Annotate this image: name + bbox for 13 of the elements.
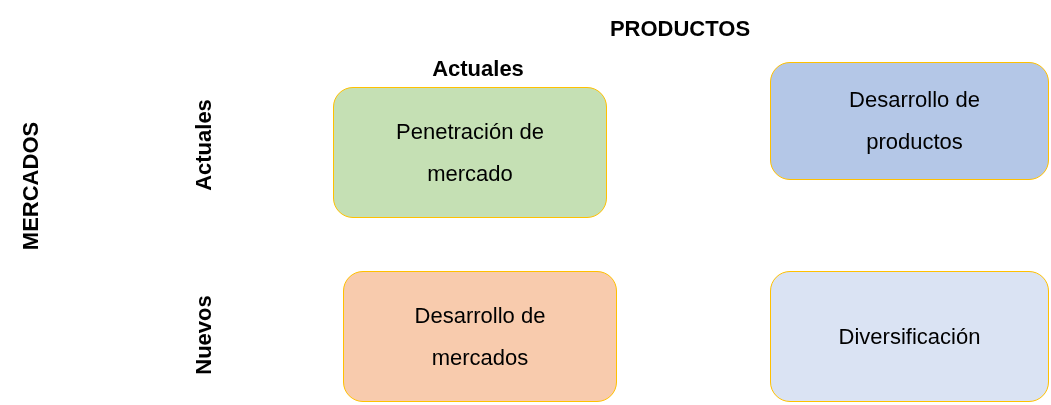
axis-heading: Nuevos: [189, 295, 217, 375]
box-text: Penetración de mercado: [395, 117, 545, 188]
axis-heading: Actuales: [432, 54, 524, 83]
box-text: Desarrollo de mercados: [413, 301, 547, 372]
strategy-box: [343, 271, 617, 402]
axis-heading: Actuales: [189, 99, 217, 191]
strategy-box: [333, 87, 607, 218]
box-text: Desarrollo de productos: [848, 86, 981, 156]
strategy-box: [770, 271, 1049, 402]
box-text: Diversificación: [838, 322, 981, 351]
axis-heading: PRODUCTOS: [609, 14, 751, 43]
axis-heading: MERCADOS: [16, 121, 44, 251]
strategy-box: [770, 62, 1049, 180]
